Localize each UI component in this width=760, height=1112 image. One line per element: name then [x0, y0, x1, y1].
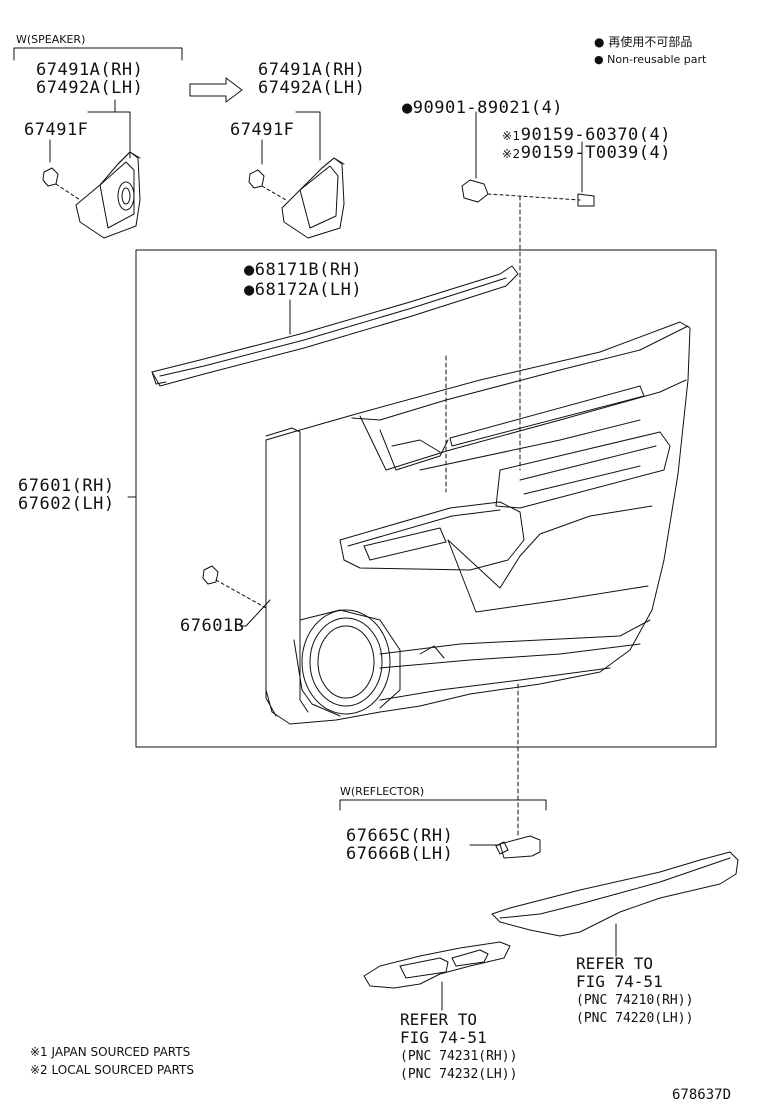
part-number-weatherstrip-rh-text: 68171B(RH)	[254, 260, 363, 280]
part-number-screw-local-text: 90159-T0039(4)	[520, 143, 671, 163]
speaker-group-label: W(SPEAKER)	[16, 33, 86, 46]
part-number-door-trim-lh: 67602(LH)	[18, 494, 115, 514]
legend-nonreusable-jp: ● 再使用不可部品	[594, 36, 692, 48]
switch-base-refer-line2: FIG 74-51	[400, 1028, 487, 1047]
switch-base-pnc-lh: (PNC 74232(LH))	[400, 1067, 518, 1082]
part-number-reflector-rh: 67665C(RH)	[346, 826, 454, 846]
switch-base-pnc-rh: (PNC 74231(RH))	[400, 1049, 518, 1064]
part-number-door-trim-rh: 67601(RH)	[18, 476, 115, 496]
footnote-local: ※2 LOCAL SOURCED PARTS	[30, 1063, 194, 1077]
part-number-clip-nonreusable: ●90901-89021(4)	[402, 100, 563, 117]
clip-left-drawing	[42, 167, 81, 201]
part-number-clip-right: 67491F	[230, 120, 295, 140]
trim-clip-drawing	[202, 565, 267, 609]
switch-base-drawing	[363, 941, 511, 989]
replacement-arrow	[189, 77, 243, 103]
local-mark: ※2	[502, 147, 521, 161]
door-trim-box	[135, 249, 717, 748]
reflector-group-label: W(REFLECTOR)	[340, 785, 425, 798]
clip-nonreusable-drawing	[461, 179, 489, 203]
door-trim-drawing	[265, 321, 691, 725]
speaker-group-bracket	[13, 47, 183, 61]
part-number-trim-clip: 67601B	[180, 616, 245, 636]
speaker-grille-drawing	[301, 609, 391, 715]
armrest-refer-line1: REFER TO	[576, 954, 654, 973]
part-number-tweeter-cover-new-rh: 67491A(RH)	[258, 60, 366, 80]
part-number-clip-nonreusable-text: 90901-89021(4)	[412, 98, 564, 118]
legend-nonreusable-en: ● Non-reusable part	[594, 54, 706, 65]
armrest-pnc-rh: (PNC 74210(RH))	[576, 993, 694, 1008]
part-number-clip-left: 67491F	[24, 120, 89, 140]
armrest-drawing	[491, 851, 739, 937]
switch-base-refer-line1: REFER TO	[400, 1010, 478, 1029]
clip-right-drawing	[248, 169, 287, 201]
footnote-japan: ※1 JAPAN SOURCED PARTS	[30, 1045, 191, 1059]
screw-drawing	[487, 193, 595, 207]
part-number-reflector-lh: 67666B(LH)	[346, 844, 454, 864]
reflector-drawing	[495, 835, 541, 859]
nonreusable-dot-icon: ●	[244, 260, 255, 280]
reflector-group-bracket	[339, 799, 547, 811]
leader-trim-clip	[239, 599, 271, 627]
legend-nonreusable-en-text: Non-reusable part	[607, 53, 707, 66]
armrest-pnc-lh: (PNC 74220(LH))	[576, 1011, 694, 1026]
nonreusable-dot-icon: ●	[402, 98, 413, 118]
part-number-tweeter-cover-old-lh: 67492A(LH)	[36, 78, 144, 98]
part-number-weatherstrip-lh-text: 68172A(LH)	[254, 280, 363, 300]
part-number-weatherstrip-lh: ●68172A(LH)	[244, 282, 362, 299]
armrest-refer-line2: FIG 74-51	[576, 972, 663, 991]
japan-mark: ※1	[502, 129, 521, 143]
part-number-screw-japan-text: 90159-60370(4)	[520, 125, 671, 145]
tweeter-cover-old	[75, 151, 141, 239]
part-number-tweeter-cover-old-rh: 67491A(RH)	[36, 60, 144, 80]
figure-id: 678637D	[672, 1087, 732, 1103]
leader-cover-old	[114, 99, 131, 159]
nonreusable-dot-icon: ●	[594, 53, 604, 66]
part-number-weatherstrip-rh: ●68171B(RH)	[244, 262, 362, 279]
leader-cover-new	[295, 111, 321, 161]
part-number-screw-japan: ※190159-60370(4)	[502, 127, 671, 144]
tweeter-cover-new	[281, 157, 345, 239]
legend-nonreusable-jp-text: 再使用不可部品	[608, 35, 693, 49]
part-number-screw-local: ※290159-T0039(4)	[502, 145, 671, 162]
weatherstrip-drawing	[151, 265, 519, 387]
nonreusable-dot-icon: ●	[594, 35, 605, 49]
nonreusable-dot-icon: ●	[244, 280, 255, 300]
part-number-tweeter-cover-new-lh: 67492A(LH)	[258, 78, 366, 98]
